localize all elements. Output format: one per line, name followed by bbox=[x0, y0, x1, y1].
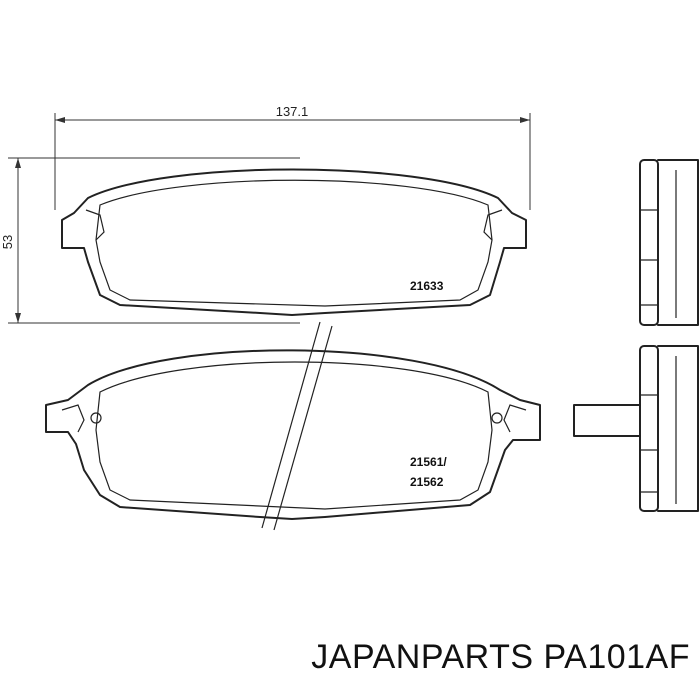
bottom-pad-side-view bbox=[573, 345, 699, 512]
top-pad-side-view bbox=[639, 159, 699, 326]
height-dimension: 53 bbox=[0, 157, 300, 324]
height-label: 53 bbox=[0, 235, 15, 249]
width-label: 137.1 bbox=[276, 104, 309, 119]
top-brake-pad: 21633 bbox=[61, 168, 527, 316]
width-dimension: 137.1 bbox=[54, 104, 531, 210]
product-caption: JAPANPARTS PA101AF bbox=[311, 638, 690, 676]
bottom-pad-code-line2: 21562 bbox=[410, 475, 444, 489]
bottom-pad-code-line1: 21561/ bbox=[410, 455, 447, 469]
cut-lines bbox=[261, 321, 333, 531]
top-pad-code: 21633 bbox=[410, 279, 444, 293]
bottom-brake-pad: 21561/ 21562 bbox=[45, 349, 541, 520]
